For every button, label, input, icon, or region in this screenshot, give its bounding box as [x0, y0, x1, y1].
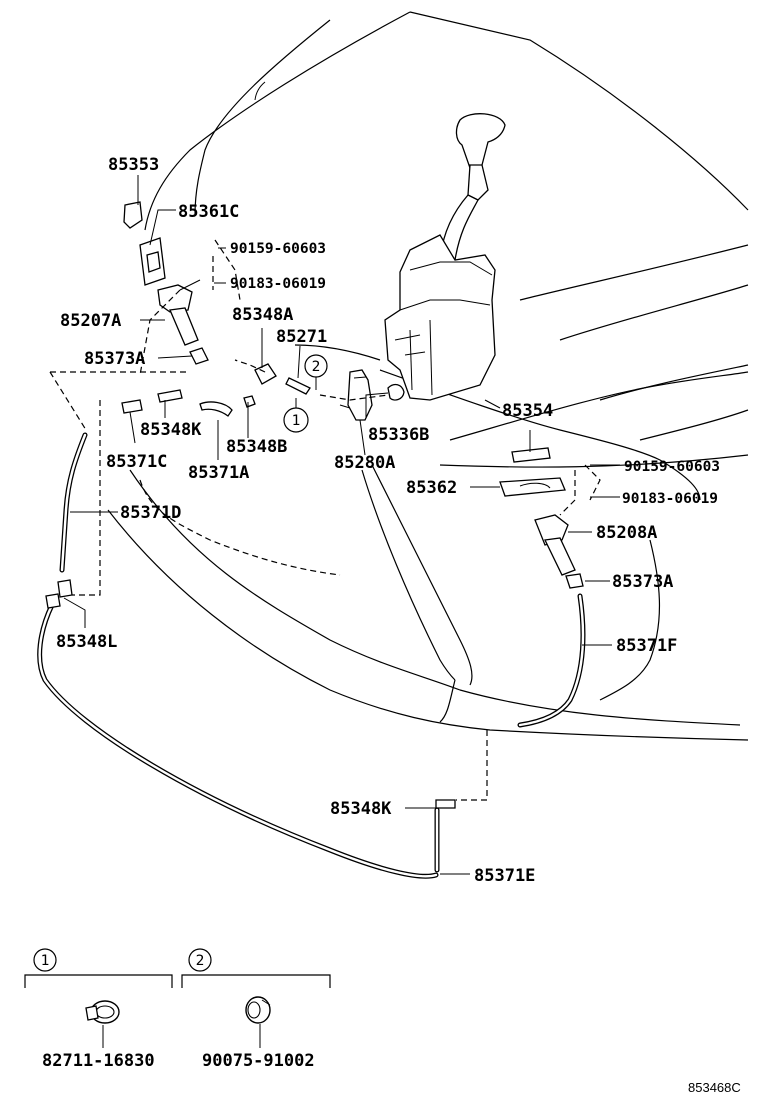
label-85207a: 85207A: [60, 311, 121, 331]
label-85348k-bottom: 85348K: [330, 799, 392, 819]
label-85348l: 85348L: [56, 632, 117, 652]
label-90183-lower: 90183-06019: [622, 491, 718, 507]
label-85348a: 85348A: [232, 305, 293, 325]
label-85373a-left: 85373A: [84, 349, 145, 369]
label-85371e: 85371E: [474, 866, 535, 886]
body-contours: [107, 11, 749, 741]
hoses: [37, 432, 586, 879]
legend-box-2: 2 90075-91002: [181, 948, 331, 1071]
legend-1-number: 1: [41, 953, 50, 969]
label-85348k-top: 85348K: [140, 420, 202, 440]
washer-tank: [339, 113, 506, 421]
diagram-id: 853468C: [688, 1080, 741, 1095]
label-85336b: 85336B: [368, 425, 429, 445]
callout-2-number: 2: [312, 359, 321, 375]
left-cleaner-assembly: [123, 201, 209, 365]
label-85348b: 85348B: [226, 437, 287, 457]
label-85373a-right: 85373A: [612, 572, 673, 592]
label-85280a: 85280A: [334, 453, 395, 473]
label-85362: 85362: [406, 478, 457, 498]
leader-lines: [63, 175, 620, 875]
legend-1-part-number: 82711-16830: [42, 1051, 155, 1071]
clip-icon: [245, 996, 271, 1024]
label-85371c: 85371C: [106, 452, 167, 472]
label-90183-upper: 90183-06019: [230, 276, 326, 292]
part-labels: 85353 85361C 90159-60603 90183-06019 852…: [56, 155, 720, 886]
label-85371f: 85371F: [616, 636, 677, 656]
legend-2-part-number: 90075-91002: [202, 1051, 315, 1071]
right-cleaner-assembly: [499, 447, 584, 589]
label-85271: 85271: [276, 327, 327, 347]
hose-clamp-icon: [85, 1000, 120, 1024]
label-85371a: 85371A: [188, 463, 249, 483]
callout-circle-1: 1: [283, 398, 309, 433]
label-85353: 85353: [108, 155, 159, 175]
label-85208a: 85208A: [596, 523, 657, 543]
center-small-parts: [121, 363, 311, 417]
label-85371d: 85371D: [120, 503, 181, 523]
callout-circle-2: 2: [304, 354, 328, 390]
legend-box-1: 1 82711-16830: [24, 948, 173, 1071]
callout-1-number: 1: [292, 413, 301, 429]
label-90159-lower: 90159-60603: [624, 459, 720, 475]
label-85354: 85354: [502, 401, 553, 421]
label-90159-upper: 90159-60603: [230, 241, 326, 257]
legend-2-number: 2: [196, 953, 205, 969]
label-85361c: 85361C: [178, 202, 239, 222]
